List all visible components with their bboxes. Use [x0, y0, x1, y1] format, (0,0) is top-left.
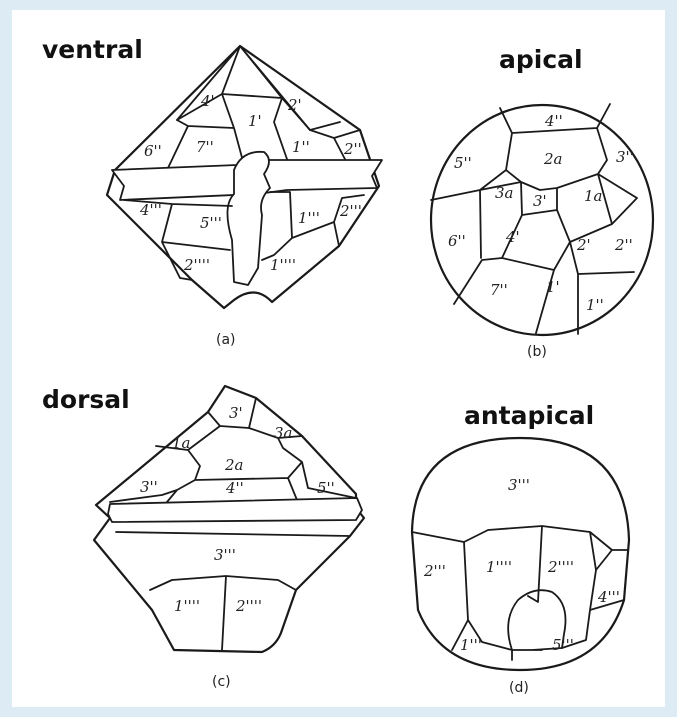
dorsal-plate-3p: 3' [229, 404, 243, 422]
ventral-plate-1pp: 1'' [292, 138, 310, 156]
antapical-plate-4ppp: 4''' [597, 588, 620, 606]
dorsal-plate-1pppp: 1'''' [174, 597, 200, 615]
apical-plate-2p: 2' [576, 236, 591, 254]
ventral-plate-5ppp: 5''' [200, 214, 222, 232]
antapical-view: antapical 3''' 2''' 1'''' 2'''' 4''' 1''… [412, 401, 629, 696]
plate-tabulation-figure: ventral 4' 1' 2' 6'' 7'' 1'' 2'' 4''' 5'… [12, 10, 665, 707]
ventral-plate-2pppp: 2'''' [183, 256, 210, 274]
ventral-plate-6pp: 6'' [144, 142, 162, 160]
dorsal-plate-2a: 2a [224, 456, 244, 474]
ventral-title: ventral [42, 35, 143, 64]
apical-plate-4p: 4' [505, 228, 520, 246]
apical-plate-1pp: 1'' [586, 296, 604, 314]
dorsal-cingulum [108, 498, 362, 522]
dorsal-plate-3a: 3a [274, 424, 293, 442]
ventral-plate-7pp: 7'' [196, 138, 214, 156]
apical-plate-4pp: 4'' [544, 112, 563, 130]
apical-plate-1p: 1' [546, 278, 560, 296]
apical-plate-7pp: 7'' [490, 281, 508, 299]
ventral-sulcus [227, 152, 270, 285]
antapical-outline [412, 438, 629, 670]
dorsal-plate-1a: 1a [172, 434, 191, 452]
apical-view: apical 4'' 5'' 2a 3'' 3a 3' 1a 6'' 4' 2'… [431, 45, 653, 360]
ventral-caption: (a) [216, 332, 236, 348]
dorsal-plate-5pp: 5'' [317, 479, 335, 497]
ventral-plate-4ppp: 4''' [139, 201, 162, 219]
apical-plate-3a: 3a [495, 184, 514, 202]
apical-title: apical [499, 45, 583, 74]
apical-plate-3pp: 3'' [616, 148, 634, 166]
ventral-plate-1p: 1' [248, 112, 262, 130]
apical-caption: (b) [527, 344, 547, 360]
ventral-plate-4p: 4' [200, 92, 215, 110]
dorsal-plate-3ppp: 3''' [214, 546, 236, 564]
apical-plate-5pp: 5'' [454, 154, 472, 172]
apical-plate-2a: 2a [543, 150, 563, 168]
ventral-plate-1ppp: 1''' [298, 209, 320, 227]
apical-outline [431, 105, 653, 335]
ventral-plate-1pppp: 1'''' [270, 256, 296, 274]
dorsal-view: dorsal 3' 1a 3a 2a 3'' 4'' 5'' 3''' 1'''… [42, 385, 364, 690]
ventral-view: ventral 4' 1' 2' 6'' 7'' 1'' 2'' 4''' 5'… [42, 35, 382, 348]
antapical-title: antapical [464, 401, 594, 430]
dorsal-plate-3pp: 3'' [140, 478, 158, 496]
antapical-caption: (d) [509, 680, 529, 696]
antapical-plate-5ppp: 5''' [552, 636, 574, 654]
dorsal-caption: (c) [212, 674, 231, 690]
apical-plate-3p: 3' [533, 192, 547, 210]
ventral-plate-2p: 2' [287, 96, 302, 114]
antapical-plate-3ppp: 3''' [508, 476, 530, 494]
dorsal-plate-4pp: 4'' [225, 479, 244, 497]
antapical-plate-1pppp: 1'''' [486, 558, 512, 576]
antapical-sutures [412, 526, 628, 660]
figure-canvas: ventral 4' 1' 2' 6'' 7'' 1'' 2'' 4''' 5'… [12, 10, 665, 707]
apical-plate-6pp: 6'' [448, 232, 466, 250]
antapical-plate-2ppp: 2''' [423, 562, 446, 580]
apical-plate-2pp: 2'' [614, 236, 633, 254]
antapical-plate-1ppp: 1''' [460, 636, 482, 654]
dorsal-title: dorsal [42, 385, 130, 414]
apical-plate-1a: 1a [584, 187, 603, 205]
antapical-plate-2pppp: 2'''' [547, 558, 574, 576]
dorsal-plate-2pppp: 2'''' [235, 597, 262, 615]
ventral-plate-2ppp: 2''' [339, 202, 362, 220]
ventral-plate-2pp: 2'' [343, 140, 362, 158]
